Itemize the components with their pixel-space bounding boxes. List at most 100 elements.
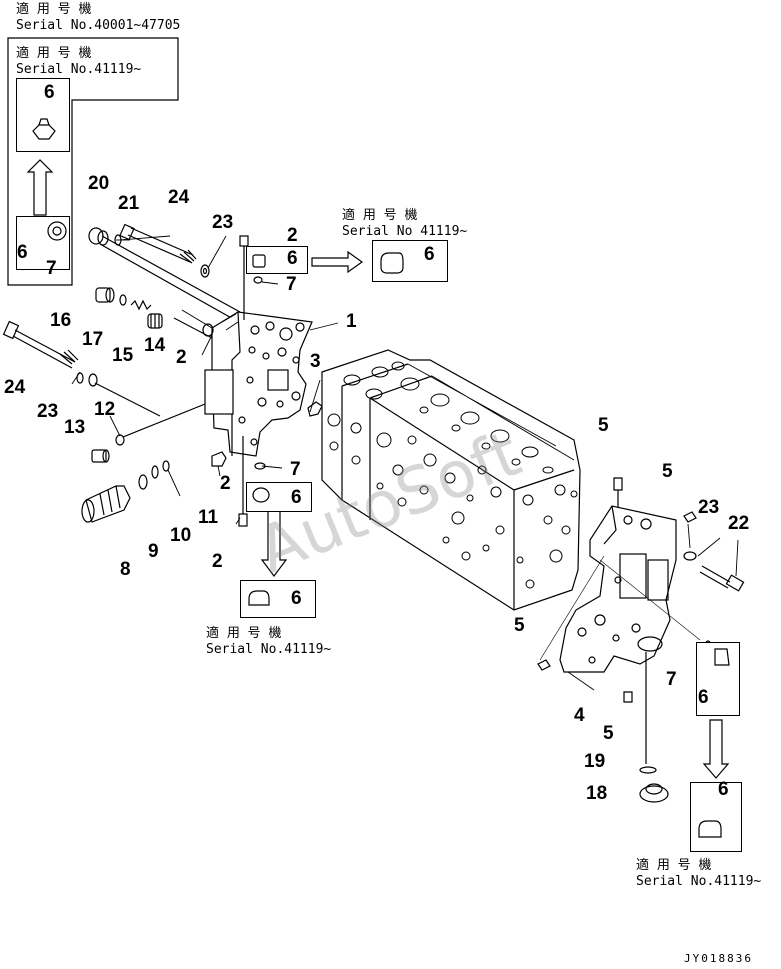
label-part-18: 18 — [586, 783, 608, 804]
label-part-5: 5 — [662, 461, 673, 482]
screw-2-top — [239, 235, 249, 320]
bolt-24-upper — [119, 223, 197, 264]
detail-box-top-old — [16, 216, 70, 270]
cartridge-8 — [81, 485, 131, 523]
label-part-2: 2 — [212, 551, 223, 572]
detail-box-right-new — [690, 782, 742, 852]
detail-box-right — [696, 642, 740, 716]
plug-icon — [380, 252, 404, 274]
plug-icon — [252, 487, 270, 503]
label-part-11: 11 — [198, 507, 219, 528]
label-part-24: 24 — [4, 377, 26, 398]
label-part-15: 15 — [112, 345, 134, 366]
label-part-24: 24 — [168, 187, 190, 208]
plug-icon — [47, 221, 67, 241]
plug-18 — [639, 783, 669, 803]
label-part-21: 21 — [118, 193, 140, 214]
plug-icon — [252, 254, 266, 268]
washer-23-upper — [200, 264, 210, 278]
label-part-23: 23 — [698, 497, 720, 518]
label-part-23: 23 — [212, 212, 234, 233]
label-part-2: 2 — [287, 225, 298, 246]
spring-15 — [130, 299, 152, 311]
arrow-down-icon — [260, 509, 288, 577]
arrow-up-icon — [26, 159, 54, 216]
label-part-7: 7 — [286, 274, 297, 295]
plug-16 — [95, 287, 115, 303]
sleeve-14 — [147, 313, 163, 329]
label-part-5: 5 — [514, 615, 525, 636]
label-part-16: 16 — [50, 310, 72, 331]
label-part-5: 5 — [603, 723, 614, 744]
serial-note-top-inner: 適 用 号 機 Serial No.41119~ — [16, 46, 142, 77]
label-part-2: 2 — [176, 347, 187, 368]
screw-2-mid — [211, 451, 227, 467]
serial-note-upper-right: 適 用 号 機 Serial No 41119~ — [342, 208, 468, 239]
plug-13 — [91, 449, 110, 463]
nut-20 — [88, 227, 109, 246]
label-part-1: 1 — [346, 311, 357, 332]
oring-11 — [162, 460, 170, 472]
top-serial-frame — [7, 37, 179, 286]
detail-box-upper-new — [372, 240, 448, 282]
label-part-14: 14 — [144, 335, 166, 356]
label-part-8: 8 — [120, 559, 131, 580]
part-label: 6 — [44, 82, 55, 103]
washer-23-right — [683, 551, 697, 561]
plug-icon — [698, 820, 722, 838]
bolt-22 — [699, 565, 745, 592]
main-valve-block — [321, 349, 581, 611]
label-part-4: 4 — [574, 705, 585, 726]
label-part-6: 6 — [424, 244, 435, 265]
detail-box-upper — [246, 246, 308, 274]
label-part-13: 13 — [64, 417, 86, 438]
label-part-3: 3 — [310, 351, 321, 372]
label-part-22: 22 — [728, 513, 750, 534]
label-part-6: 6 — [291, 487, 302, 508]
oring-17 — [119, 294, 127, 306]
label-part-6: 6 — [698, 687, 709, 708]
detail-box-middle — [246, 482, 312, 512]
screw-3 — [307, 401, 323, 417]
oring-19 — [639, 766, 657, 774]
washer-23-lower — [76, 372, 98, 387]
label-part-23: 23 — [37, 401, 59, 422]
oring-7-top — [253, 276, 263, 284]
label-part-17: 17 — [82, 329, 104, 350]
bolt-24-lower — [2, 320, 79, 369]
screw-2-left — [202, 323, 214, 337]
ring-10 — [151, 465, 159, 479]
drawing-code: JY018836 — [684, 952, 753, 965]
plug-icon — [714, 648, 730, 666]
screw-5-group — [537, 477, 697, 703]
label-part-6: 6 — [718, 779, 729, 800]
arrow-right-icon — [311, 250, 364, 274]
end-section-4 — [559, 505, 677, 673]
leader-lines — [71, 235, 739, 691]
rod-21-line — [99, 235, 241, 321]
serial-note-bottom-right: 適 用 号 機 Serial No.41119~ — [636, 858, 762, 889]
plug-icon — [32, 118, 56, 140]
serial-note-middle-bottom: 適 用 号 機 Serial No.41119~ — [206, 626, 332, 657]
label-part-10: 10 — [170, 525, 192, 546]
detail-box-top-new: 6 — [16, 78, 70, 152]
label-part-7: 7 — [290, 459, 301, 480]
label-part-6: 6 — [291, 588, 302, 609]
detail-box-middle-new — [240, 580, 316, 618]
plug-icon — [248, 590, 270, 606]
arrow-down-right-icon — [702, 719, 730, 779]
label-part-19: 19 — [584, 751, 606, 772]
label-part-7: 7 — [666, 669, 677, 690]
label-part-20: 20 — [88, 173, 110, 194]
leader-23 — [94, 382, 161, 417]
oring-9 — [138, 474, 148, 490]
label-part-12: 12 — [94, 399, 116, 420]
label-part-7: 7 — [46, 258, 57, 279]
label-part-6: 6 — [17, 242, 28, 263]
label-part-5: 5 — [598, 415, 609, 436]
label-part-9: 9 — [148, 541, 159, 562]
label-part-6: 6 — [287, 248, 298, 269]
valve-section-1 — [173, 309, 313, 457]
